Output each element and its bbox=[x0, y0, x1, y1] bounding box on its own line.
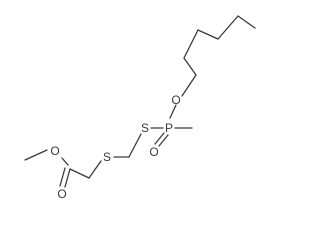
bond-ch2-c bbox=[69, 168, 90, 179]
hexyl-chain bbox=[181, 15, 256, 97]
bond-c-o-double-b bbox=[59, 167, 66, 187]
atom-s-thioether: S bbox=[103, 150, 111, 164]
bond-hexyl-5 bbox=[183, 57, 197, 76]
structure-svg: O P O S S O O bbox=[24, 15, 256, 201]
atom-s-phospho: S bbox=[141, 121, 149, 135]
bond-hexyl-4 bbox=[183, 29, 199, 59]
bond-p-o-double-b bbox=[158, 134, 169, 147]
bond-hexyl-1 bbox=[237, 15, 256, 29]
bond-s-ch2-2 bbox=[88, 160, 102, 179]
atom-o-carbonyl: O bbox=[57, 187, 66, 201]
atom-o-ester: O bbox=[50, 144, 59, 158]
bond-hexyl-6 bbox=[181, 74, 197, 97]
bond-c-o-ester bbox=[61, 157, 69, 166]
atom-o-phosphoryl: O bbox=[149, 145, 158, 159]
bond-hexyl-2 bbox=[217, 15, 239, 40]
atom-p: P bbox=[165, 121, 173, 135]
bond-s-ch2 bbox=[128, 133, 142, 158]
bond-c-o-double-a bbox=[64, 168, 71, 188]
bond-p-o-double-a bbox=[154, 132, 165, 145]
bond-o-methyl bbox=[24, 149, 48, 161]
bond-o-p bbox=[169, 104, 177, 119]
molecule-diagram: O P O S S O O bbox=[24, 15, 256, 201]
bond-hexyl-3 bbox=[197, 29, 219, 40]
atom-o-hexyl: O bbox=[171, 93, 180, 107]
